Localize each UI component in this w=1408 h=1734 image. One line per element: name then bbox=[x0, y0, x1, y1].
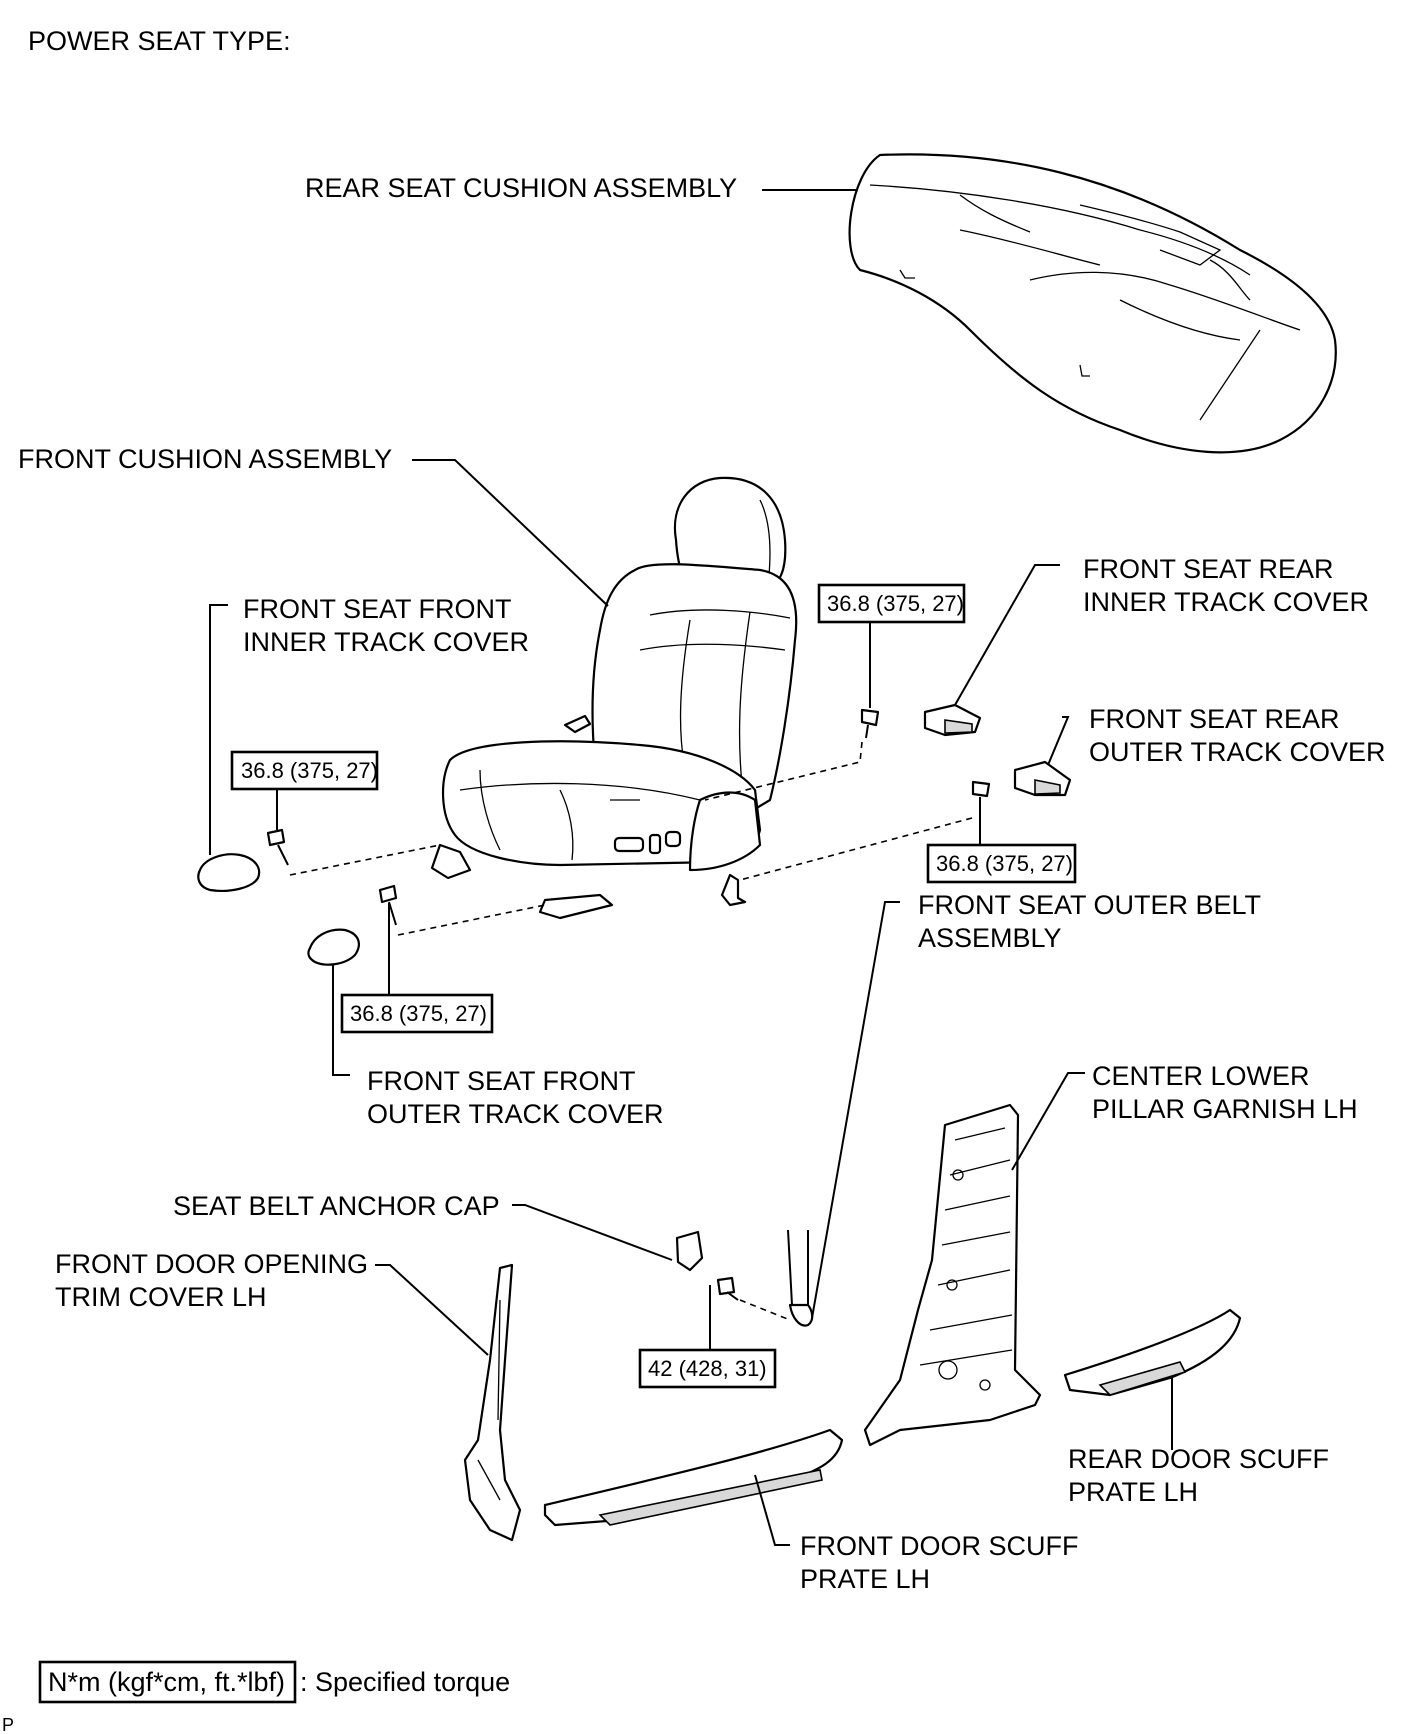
rear-outer-track-cover-label-1: FRONT SEAT REAR bbox=[1089, 704, 1340, 734]
front-scuff-plate-label-1: FRONT DOOR SCUFF bbox=[800, 1531, 1079, 1561]
rear-outer-track-cover-label-2: OUTER TRACK COVER bbox=[1089, 737, 1386, 767]
legend-unit: N*m (kgf*cm, ft.*lbf) bbox=[48, 1667, 285, 1697]
bolt-right-dashline bbox=[739, 817, 973, 881]
rear-inner-track-cover-label-1: FRONT SEAT REAR bbox=[1083, 554, 1334, 584]
front-inner-track-cover-leader bbox=[209, 604, 228, 855]
anchor-bolt-dashline bbox=[739, 1299, 791, 1321]
front-outer-track-cover-part bbox=[307, 928, 360, 966]
front-scuff-plate-leader bbox=[754, 1474, 790, 1546]
outer-belt-part bbox=[787, 1229, 814, 1327]
center-pillar-garnish-leader bbox=[1011, 1072, 1085, 1171]
torque-left-upper: 36.8 (375, 27) bbox=[241, 758, 378, 783]
door-opening-trim-part bbox=[463, 1263, 522, 1542]
door-opening-trim-leader bbox=[375, 1264, 489, 1356]
rear-outer-track-cover-leader bbox=[1047, 716, 1070, 766]
bolt-upper-right-dashline bbox=[704, 741, 863, 801]
bolt-left-upper bbox=[266, 828, 289, 866]
torque-anchor: 42 (428, 31) bbox=[648, 1356, 767, 1381]
front-inner-track-cover-label-1: FRONT SEAT FRONT bbox=[243, 594, 512, 624]
front-outer-track-cover-label-1: FRONT SEAT FRONT bbox=[367, 1066, 636, 1096]
front-inner-track-cover-label-2: INNER TRACK COVER bbox=[243, 627, 529, 657]
torque-box-front-center bbox=[340, 993, 494, 1034]
bolt-front-center bbox=[378, 884, 398, 926]
bolt-left-upper-dashline bbox=[289, 844, 441, 876]
torque-box-right bbox=[926, 843, 1077, 884]
front-cushion-label: FRONT CUSHION ASSEMBLY bbox=[18, 444, 392, 474]
rear-scuff-plate-part bbox=[1063, 1308, 1242, 1397]
rear-scuff-plate-label-1: REAR DOOR SCUFF bbox=[1068, 1444, 1329, 1474]
center-pillar-garnish-part bbox=[863, 1103, 1042, 1447]
anchor-cap-part bbox=[675, 1230, 704, 1272]
door-opening-trim-label-1: FRONT DOOR OPENING bbox=[55, 1249, 368, 1279]
rear-seat-cushion-label: REAR SEAT CUSHION ASSEMBLY bbox=[305, 173, 737, 203]
center-pillar-garnish-label-2: PILLAR GARNISH LH bbox=[1092, 1094, 1358, 1124]
front-seat-drawing bbox=[430, 476, 798, 920]
rear-inner-track-cover-label-2: INNER TRACK COVER bbox=[1083, 587, 1369, 617]
rear-scuff-plate-label-2: PRATE LH bbox=[1068, 1477, 1198, 1507]
bolt-upper-right bbox=[860, 708, 880, 739]
anchor-cap-label: SEAT BELT ANCHOR CAP bbox=[173, 1191, 500, 1221]
rear-seat-cushion-drawing bbox=[848, 153, 1337, 454]
rear-inner-track-cover-leader bbox=[954, 564, 1060, 706]
rear-inner-track-cover-shade bbox=[944, 719, 973, 734]
front-outer-track-cover-label-2: OUTER TRACK COVER bbox=[367, 1099, 664, 1129]
torque-box-left-upper bbox=[230, 750, 379, 791]
front-scuff-plate-part bbox=[543, 1428, 844, 1527]
torque-right: 36.8 (375, 27) bbox=[936, 851, 1073, 876]
front-cushion-leader bbox=[412, 459, 609, 607]
torque-upper-right: 36.8 (375, 27) bbox=[827, 591, 964, 616]
center-pillar-garnish-label-1: CENTER LOWER bbox=[1092, 1061, 1310, 1091]
anchor-bolt bbox=[716, 1276, 739, 1301]
outer-belt-leader bbox=[811, 901, 900, 1319]
corner-mark: P bbox=[2, 1715, 14, 1734]
torque-box-anchor bbox=[638, 1348, 777, 1389]
legend-description: : Specified torque bbox=[300, 1667, 510, 1697]
legend-unit-box bbox=[38, 1660, 297, 1704]
front-outer-track-cover-leader bbox=[332, 965, 350, 1076]
door-opening-trim-label-2: TRIM COVER LH bbox=[55, 1282, 267, 1312]
front-scuff-plate-label-2: PRATE LH bbox=[800, 1564, 930, 1594]
bolt-front-center-dashline bbox=[397, 904, 546, 936]
bolt-right bbox=[971, 780, 991, 812]
diagram-heading: POWER SEAT TYPE: bbox=[28, 26, 291, 56]
outer-belt-label-2: ASSEMBLY bbox=[918, 923, 1062, 953]
torque-front-center: 36.8 (375, 27) bbox=[350, 1001, 487, 1026]
outer-belt-label-1: FRONT SEAT OUTER BELT bbox=[918, 890, 1261, 920]
front-inner-track-cover-part bbox=[197, 853, 261, 892]
anchor-cap-leader bbox=[512, 1204, 673, 1261]
rear-outer-track-cover-shade bbox=[1034, 779, 1061, 795]
torque-box-upper-right bbox=[817, 583, 966, 624]
